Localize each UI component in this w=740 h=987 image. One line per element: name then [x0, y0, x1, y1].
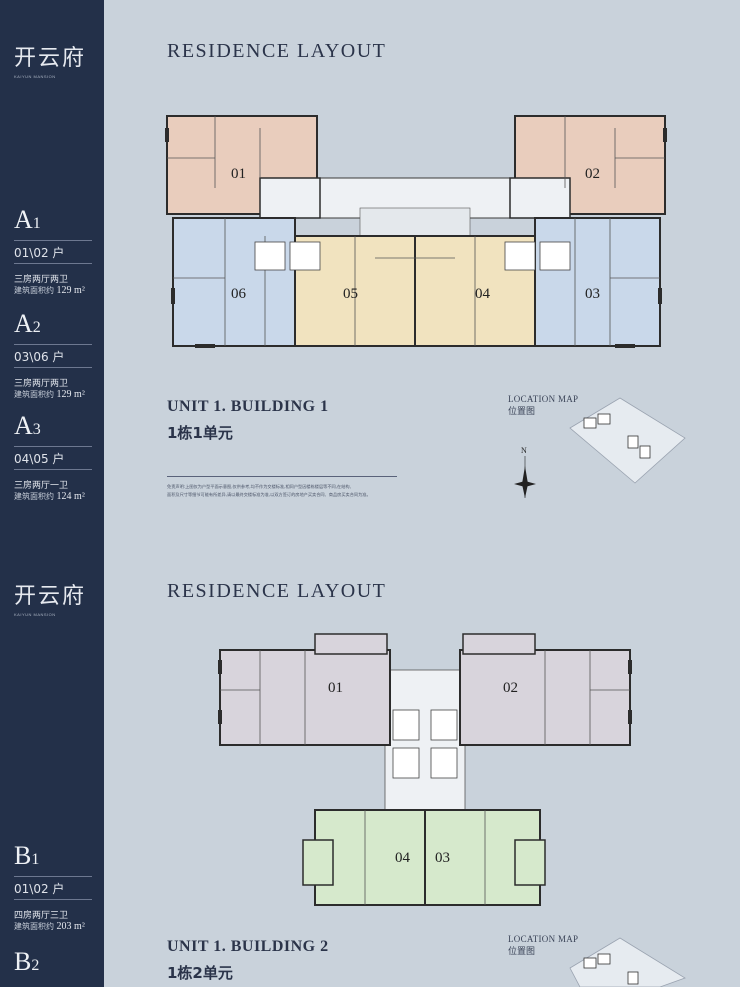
unit-type: 三房两厅两卫	[14, 275, 69, 285]
logo-tagline: KAIYUN MANSION	[14, 74, 56, 79]
location-map-1	[569, 397, 686, 484]
floor-plan-building2: 01 02 03 04	[218, 633, 632, 906]
disclaimer: 免责声明:上图仅为户型平面示意图,仅供参考,均不作为交楼标准,相同户型因楼栋楼层…	[167, 476, 397, 499]
plan2-label-04: 04	[395, 850, 411, 866]
plan2-label-02: 02	[503, 680, 518, 696]
unit-a2: A2 03\06 户 三房两厅两卫 建筑面积约 129 m²	[14, 310, 92, 400]
section2-title: RESIDENCE LAYOUT	[167, 580, 387, 602]
plan2-label-01: 01	[328, 680, 343, 696]
unit-area: 建筑面积约 129 m²	[14, 389, 85, 400]
floor-plan-building1: 01 02 03 04 05 06	[165, 115, 667, 348]
unit-type: 三房两厅两卫	[14, 379, 69, 389]
location-map-2	[569, 937, 686, 987]
unit-code: A1	[14, 205, 41, 234]
unit-area: 建筑面积约 124 m²	[14, 491, 85, 502]
unit-code: A3	[14, 411, 41, 440]
unit-area: 建筑面积约 203 m²	[14, 921, 85, 932]
brand-logo-2: 开云府 KAIYUN MANSION	[14, 578, 94, 617]
logo-text: 开云府	[14, 584, 87, 609]
compass-icon: N	[514, 446, 536, 498]
plan2-label-03: 03	[435, 850, 450, 866]
brand-logo: 开云府 KAIYUN MANSION	[14, 40, 94, 79]
plan-label-01: 01	[231, 166, 246, 182]
unit-a1: A1 01\02 户 三房两厅两卫 建筑面积约 129 m²	[14, 206, 92, 296]
section1-title: RESIDENCE LAYOUT	[167, 40, 387, 62]
plan-label-04: 04	[475, 286, 491, 302]
plan-label-06: 06	[231, 286, 247, 302]
unit-households: 03\06 户	[14, 344, 92, 368]
unit-area: 建筑面积约 129 m²	[14, 285, 85, 296]
logo-tagline: KAIYUN MANSION	[14, 612, 56, 617]
unit-households: 04\05 户	[14, 446, 92, 470]
unit-type: 四房两厅三卫	[14, 911, 69, 921]
plan-label-05: 05	[343, 286, 358, 302]
unit-b1: B1 01\02 户 四房两厅三卫 建筑面积约 203 m²	[14, 842, 92, 932]
unit-households: 01\02 户	[14, 876, 92, 900]
unit-households: 01\02 户	[14, 240, 92, 264]
unit-code: B2	[14, 947, 40, 976]
plan-label-03: 03	[585, 286, 600, 302]
unit-type: 三房两厅一卫	[14, 481, 69, 491]
unit-a3: A3 04\05 户 三房两厅一卫 建筑面积约 124 m²	[14, 412, 92, 502]
unit-b2: B2	[14, 948, 92, 980]
compass-n-label: N	[521, 446, 527, 455]
section2-unit-title: UNIT 1. BUILDING 2 1栋2单元	[167, 938, 329, 982]
plan-label-02: 02	[585, 166, 600, 182]
unit-code: A2	[14, 309, 41, 338]
section2-location-label: LOCATION MAP 位置图	[508, 934, 579, 957]
logo-text: 开云府	[14, 46, 87, 71]
section1-location-label: LOCATION MAP 位置图	[508, 394, 579, 417]
unit-code: B1	[14, 841, 40, 870]
sidebar: 开云府 KAIYUN MANSION A1 01\02 户 三房两厅两卫 建筑面…	[0, 0, 104, 987]
section1-unit-title: UNIT 1. BUILDING 1 1栋1单元	[167, 398, 329, 442]
